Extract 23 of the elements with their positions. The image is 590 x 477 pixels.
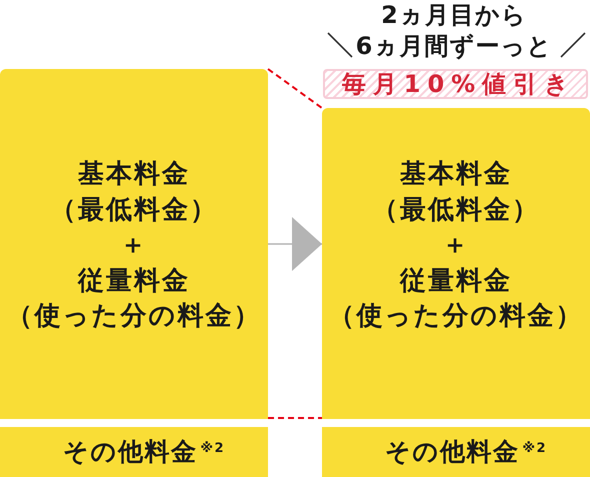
fee-panel bbox=[322, 108, 590, 419]
fee-name: その他料金$^{※2}$ bbox=[384, 436, 548, 468]
discount-text: 毎月10%値引き bbox=[340, 71, 576, 97]
fee-name: 従量料金 bbox=[78, 264, 190, 298]
fee-name: 基本料金 bbox=[78, 158, 190, 191]
headline-text: 6ヵ月間ずーっと bbox=[356, 31, 552, 61]
headline-text: 2ヵ月目から bbox=[381, 0, 527, 30]
fee-panel bbox=[0, 69, 268, 419]
discount-banner bbox=[323, 69, 588, 99]
fee-name: 従量料金 bbox=[400, 264, 512, 298]
fee-note: （使った分の料金） bbox=[6, 300, 262, 333]
dashed-connector bbox=[268, 417, 322, 419]
fee-note: （最低料金） bbox=[50, 194, 218, 226]
fee-panel bbox=[322, 427, 590, 477]
fee-panel bbox=[0, 427, 268, 477]
fee-note: （最低料金） bbox=[372, 194, 540, 226]
chevron-arrow bbox=[268, 217, 322, 271]
fee-note: （使った分の料金） bbox=[328, 300, 584, 333]
fee-name: その他料金$^{※2}$ bbox=[62, 436, 226, 468]
plus-sign: ＋ bbox=[120, 229, 148, 262]
fee-name: 基本料金 bbox=[400, 158, 512, 191]
plus-sign: ＋ bbox=[442, 229, 470, 262]
dashed-connector bbox=[267, 68, 323, 109]
